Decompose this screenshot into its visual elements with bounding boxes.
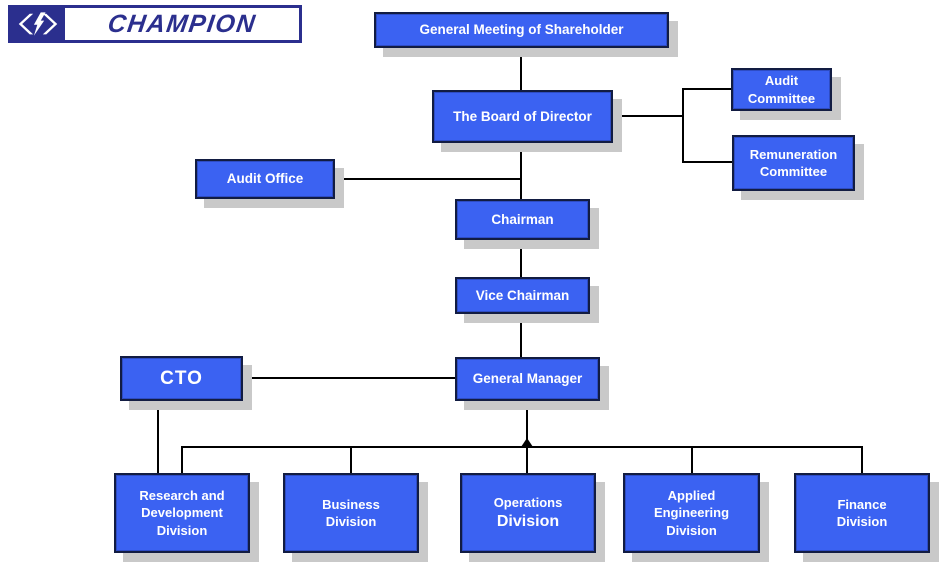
- connector-gm-divisions: [526, 401, 528, 473]
- connector-drop-business: [350, 446, 352, 473]
- node-audit-committee: Audit Committee: [731, 68, 832, 111]
- node-label: Committee: [759, 164, 828, 179]
- node-label: Remuneration: [749, 146, 838, 162]
- connector-drop-applied: [691, 446, 693, 473]
- node-cto: CTO: [120, 356, 243, 401]
- connector-to-audit-committee: [682, 88, 732, 90]
- logo-wordmark: CHAMPION: [106, 9, 259, 38]
- connector-board-chairman: [520, 143, 522, 199]
- node-label: Audit: [764, 73, 799, 89]
- node-label: Business: [322, 496, 380, 512]
- champion-logo: CHAMPION: [8, 5, 302, 43]
- node-general-meeting-of-shareholder: General Meeting of Shareholder: [374, 12, 669, 48]
- node-board-of-director: The Board of Director: [432, 90, 613, 143]
- connector-cto-rd: [157, 401, 159, 473]
- node-general-manager: General Manager: [455, 357, 600, 401]
- node-label: Division: [156, 522, 208, 538]
- node-business-division: Business Division: [283, 473, 419, 553]
- node-label: Division: [836, 514, 888, 529]
- connector-cto-gm: [243, 377, 455, 379]
- node-applied-engineering-division: Applied Engineering Division: [623, 473, 760, 553]
- connector-vicechairman-gm: [520, 313, 522, 357]
- up-arrowhead-icon: [521, 438, 533, 447]
- node-label: Finance: [837, 496, 887, 512]
- node-label: Applied: [667, 488, 716, 504]
- connector-chairman-vicechairman: [520, 240, 522, 277]
- node-label: Division: [666, 522, 717, 538]
- node-label: Division: [496, 513, 560, 531]
- connector-committees-bracket: [682, 88, 684, 163]
- connector-drop-finance: [861, 446, 863, 473]
- node-chairman: Chairman: [455, 199, 590, 240]
- connector-divisions-bus: [181, 446, 863, 448]
- connector-to-remuneration-committee: [682, 161, 733, 163]
- connector-board-committees: [613, 115, 683, 117]
- node-remuneration-committee: Remuneration Committee: [732, 135, 855, 191]
- connector-audit-office: [335, 178, 521, 180]
- node-label: Vice Chairman: [475, 287, 570, 303]
- node-label: Operations: [493, 494, 563, 510]
- node-vice-chairman: Vice Chairman: [455, 277, 590, 314]
- node-operations-division: Operations Division: [460, 473, 596, 553]
- node-label: Development: [141, 505, 223, 521]
- node-label: General Manager: [472, 371, 583, 387]
- connector-drop-rd: [181, 446, 183, 473]
- node-label: Chairman: [491, 211, 554, 227]
- node-audit-office: Audit Office: [195, 159, 335, 199]
- node-research-development-division: Research and Development Division: [114, 473, 250, 553]
- node-label: Audit Office: [226, 171, 304, 187]
- node-label: General Meeting of Shareholder: [419, 22, 624, 38]
- node-label: Engineering: [653, 505, 730, 521]
- node-label: Committee: [747, 90, 816, 106]
- node-label: Research and: [139, 488, 225, 504]
- node-label: CTO: [160, 367, 203, 389]
- code-bolt-icon: [11, 8, 65, 40]
- node-label: Division: [325, 514, 377, 529]
- node-finance-division: Finance Division: [794, 473, 930, 553]
- connector-meeting-board: [520, 48, 522, 90]
- node-label: The Board of Director: [453, 108, 592, 124]
